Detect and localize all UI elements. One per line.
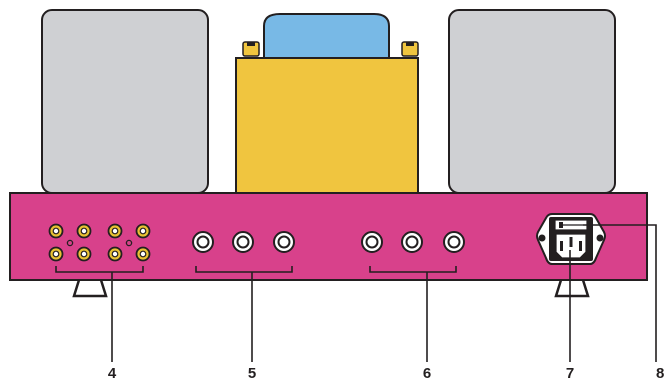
rca-jack-icon [107,223,123,239]
input-jacks-group-5 [192,231,295,253]
binding-post-icon [361,231,383,253]
input-jacks-group-6 [361,231,465,253]
callout-line-5 [195,266,293,273]
rca-jack-icon [48,223,64,239]
speaker-terminals-group [48,223,151,262]
binding-post-icon [232,231,254,253]
iec-socket [555,233,587,259]
right-foot [554,279,590,298]
transformer-bell [263,13,390,61]
transformer-body [235,57,419,195]
rca-jack-icon [135,223,151,239]
fuse-holder-icon [554,219,588,231]
rca-jack-icon [76,223,92,239]
transformer-mount-left [242,41,260,57]
rca-jack-icon [76,246,92,262]
callout-number-6: 6 [423,365,431,382]
right-output-transformer [448,9,616,194]
binding-post-icon [443,231,465,253]
rca-jack-icon [48,246,64,262]
callout-number-4: 4 [108,365,117,382]
callout-number-7: 7 [566,365,574,382]
callout-lines [55,224,657,362]
indicator-dot [125,239,133,247]
callout-line-6 [369,266,457,273]
callout-line-4 [55,266,144,273]
power-transformer [235,13,419,195]
callout-number-8: 8 [656,365,664,382]
binding-post-icon [273,231,295,253]
binding-post-icon [401,231,423,253]
rca-jack-icon [135,246,151,262]
rca-jack-icon [107,246,123,262]
inlet-screw-right [596,234,604,242]
binding-post-icon [192,231,214,253]
transformer-mount-right [401,41,419,57]
inlet-screw-left [538,234,546,242]
callout-line-8 [583,224,657,362]
indicator-dot [66,239,74,247]
iec-power-inlet-icon [536,213,606,265]
left-output-transformer [41,9,209,194]
left-foot [72,279,108,298]
callout-number-5: 5 [248,365,256,382]
